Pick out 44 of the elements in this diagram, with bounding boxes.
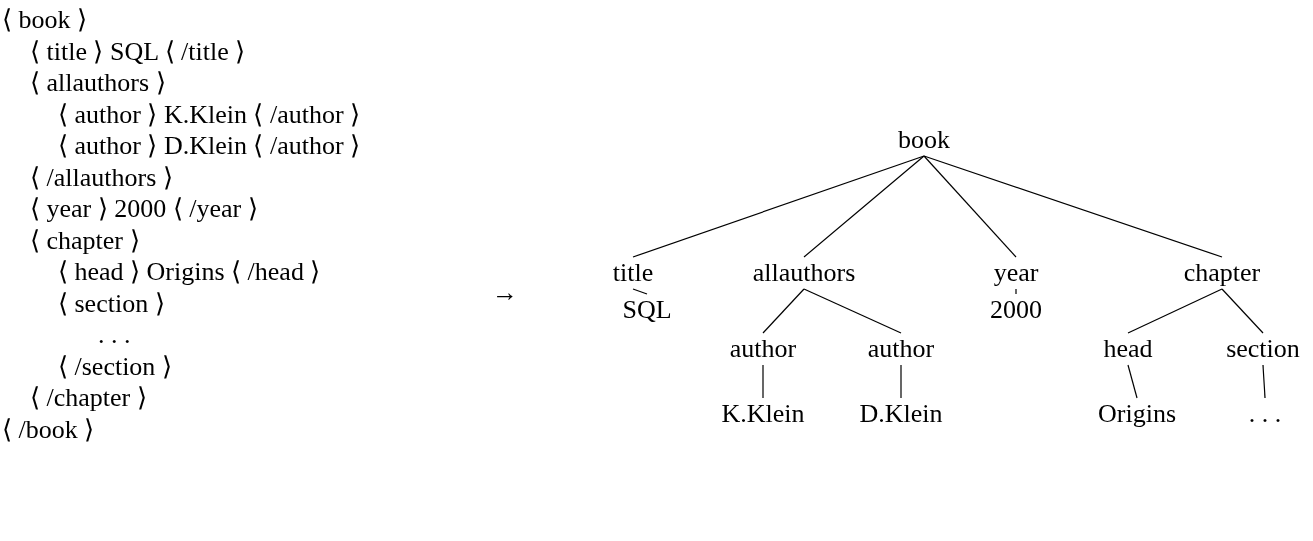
tree-edge xyxy=(1127,288,1223,334)
code-line: . . . xyxy=(98,320,131,349)
tree-edge xyxy=(762,288,805,334)
code-line: ⟨ /allauthors ⟩ xyxy=(30,162,173,192)
tree-edge xyxy=(1221,288,1264,334)
tree-node-label: Origins xyxy=(1098,398,1176,430)
tree-edge xyxy=(923,155,1017,258)
tree-edge xyxy=(923,155,1223,258)
tree-node-label: 2000 xyxy=(990,294,1042,326)
code-line: ⟨ title ⟩ SQL ⟨ /title ⟩ xyxy=(30,36,246,66)
transform-arrow-label: → xyxy=(492,280,518,306)
code-line: ⟨ /section ⟩ xyxy=(58,351,172,381)
tree-node-label: SQL xyxy=(622,294,672,326)
tree-node-label: title xyxy=(612,257,654,289)
tree-node-label: K.Klein xyxy=(721,398,805,430)
tree-edge xyxy=(1127,364,1138,399)
tree-node-label: section xyxy=(1226,333,1300,365)
tree-node-label: allauthors xyxy=(752,257,856,289)
tree-node-label: author xyxy=(729,333,797,365)
code-line: ⟨ chapter ⟩ xyxy=(30,225,140,255)
tree-edge xyxy=(632,288,648,295)
code-line: ⟨ /chapter ⟩ xyxy=(30,383,147,412)
tree-node-label: chapter xyxy=(1183,257,1261,289)
code-line: ⟨ book ⟩ xyxy=(2,5,87,34)
tree-node-label: . . . xyxy=(1248,398,1282,430)
code-line: ⟨ head ⟩ Origins ⟨ /head ⟩ xyxy=(58,257,321,286)
tree-edge xyxy=(632,155,925,258)
tree-edge xyxy=(1015,288,1017,295)
tree-edge xyxy=(1262,364,1266,399)
tree-edge xyxy=(762,364,764,399)
tree-edge xyxy=(803,155,925,258)
tree-node-label: D.Klein xyxy=(859,398,943,430)
code-line: ⟨ section ⟩ xyxy=(58,288,165,318)
tree-node-label: author xyxy=(867,333,935,365)
tree-node-label: year xyxy=(993,257,1039,289)
tree-node-label: head xyxy=(1103,333,1153,365)
code-line: ⟨ author ⟩ D.Klein ⟨ /author ⟩ xyxy=(58,131,361,160)
code-line: ⟨ author ⟩ K.Klein ⟨ /author ⟩ xyxy=(58,99,361,129)
tree-edge xyxy=(900,364,902,399)
tree-node-label: book xyxy=(898,124,950,156)
code-line: ⟨ year ⟩ 2000 ⟨ /year ⟩ xyxy=(30,194,258,223)
code-line: ⟨ /book ⟩ xyxy=(2,414,95,444)
tree-edge xyxy=(803,288,902,334)
code-line: ⟨ allauthors ⟩ xyxy=(30,68,166,97)
